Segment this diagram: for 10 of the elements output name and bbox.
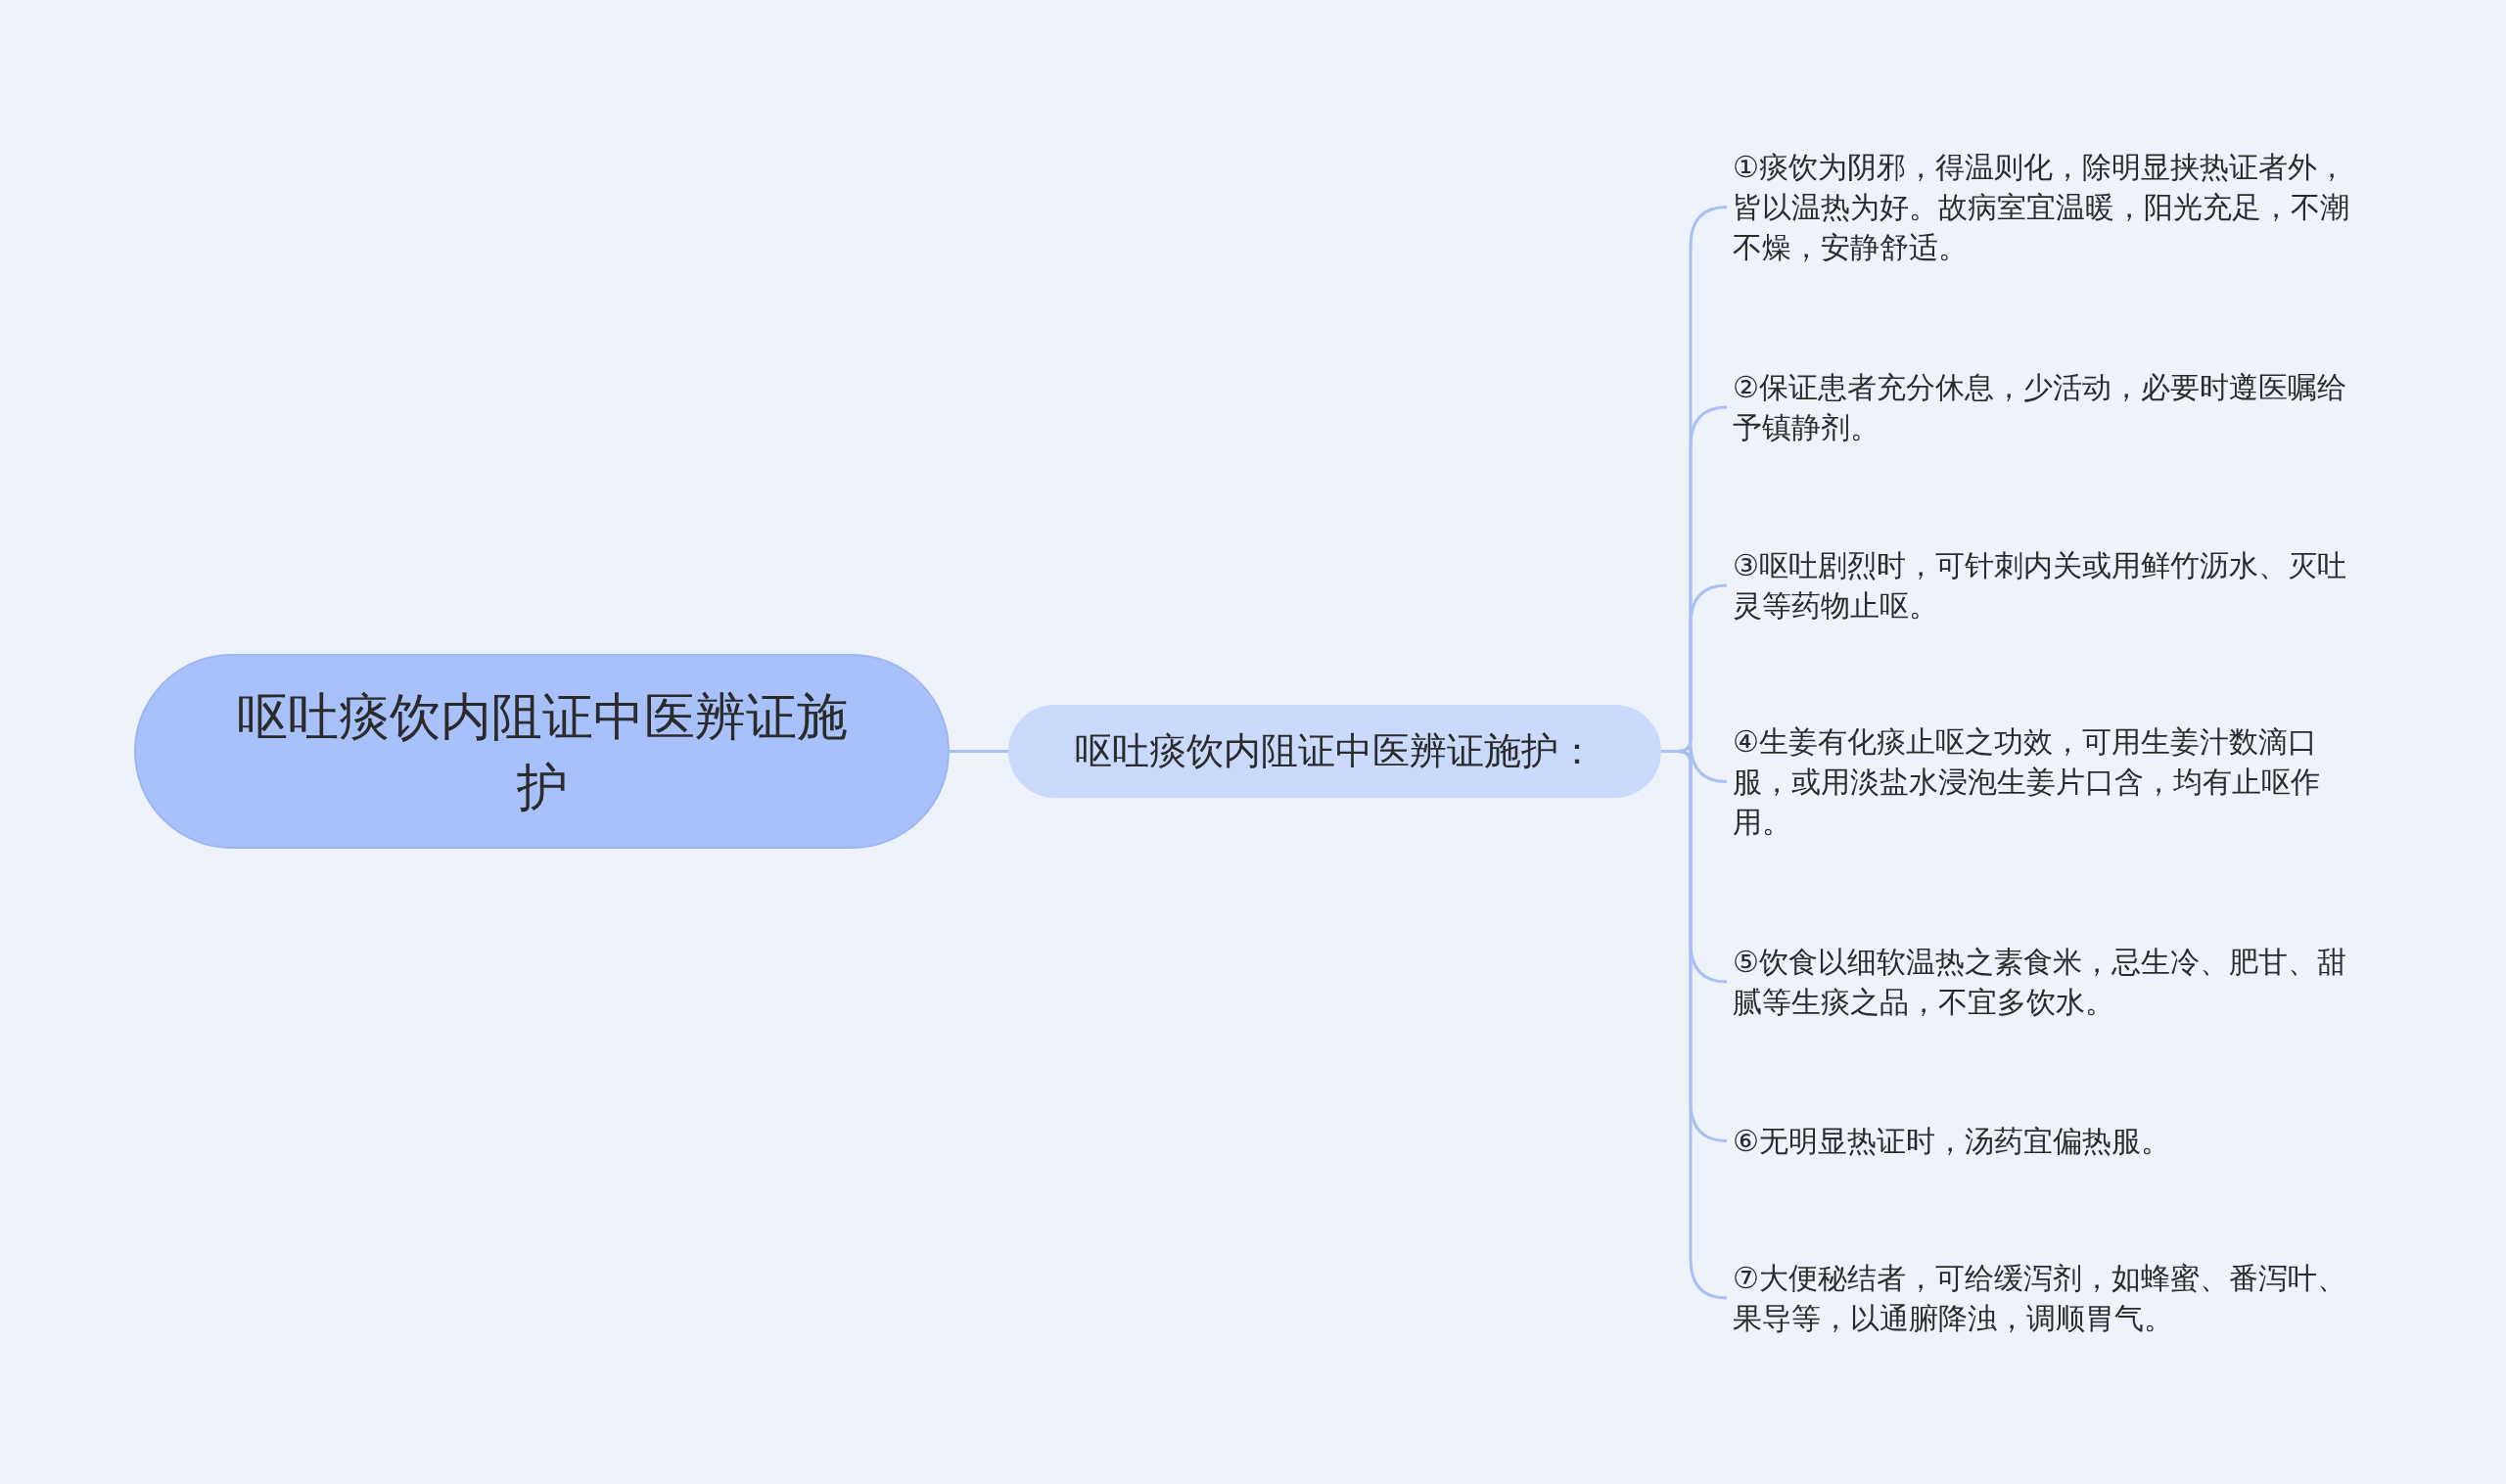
topic-box: 呕吐痰饮内阻证中医辨证施护： xyxy=(1008,705,1661,798)
note-text: ⑦大便秘结者，可给缓泻剂，如蜂蜜、番泻叶、果导等，以通腑降浊，调顺胃气。 xyxy=(1733,1258,2369,1338)
connector xyxy=(950,750,1008,753)
central-topic-box: 呕吐痰饮内阻证中医辨证施护 xyxy=(134,654,950,849)
note-text: ②保证患者充分休息，少活动，必要时遵医嘱给予镇静剂。 xyxy=(1733,367,2369,447)
note-text: ③呕吐剧烈时，可针刺内关或用鲜竹沥水、灭吐灵等药物止呕。 xyxy=(1733,545,2369,626)
note-text: ⑥无明显热证时，汤药宜偏热服。 xyxy=(1733,1121,2369,1161)
note-text: ⑤饮食以细软温热之素食米，忌生冷、肥甘、甜腻等生痰之品，不宜多饮水。 xyxy=(1733,942,2369,1022)
note-text: ①痰饮为阴邪，得温则化，除明显挟热证者外，皆以温热为好。故病室宜温暖，阳光充足，不潮不燥，安静舒适。 xyxy=(1733,147,2369,267)
note-text: ④生姜有化痰止呕之功效，可用生姜汁数滴口服，或用淡盐水浸泡生姜片口含，均有止呕作用。 xyxy=(1733,721,2369,842)
